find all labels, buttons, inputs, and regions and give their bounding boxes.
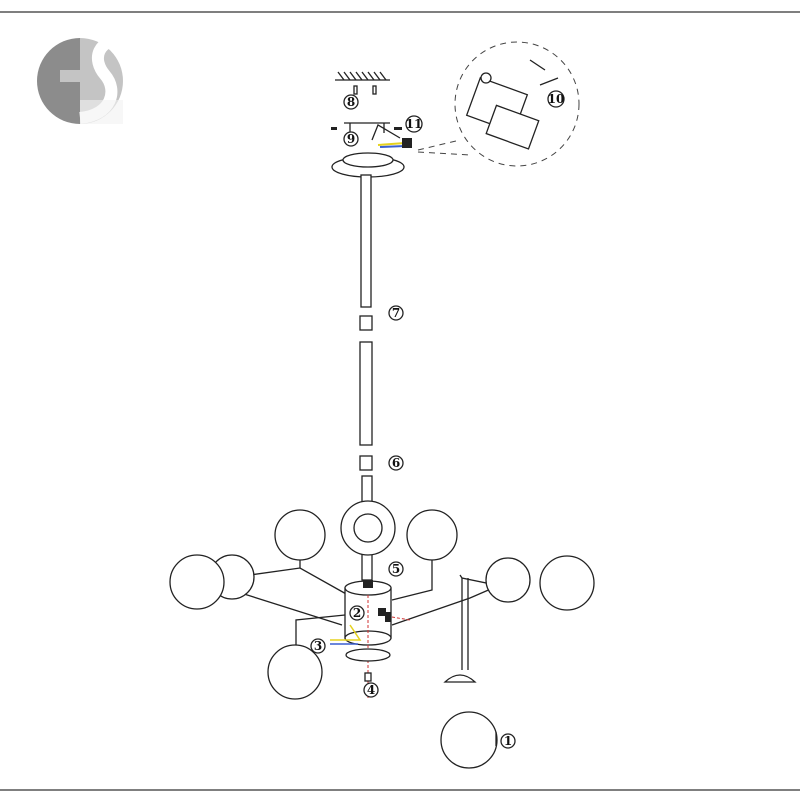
part-label-1: 1 [500,733,516,749]
svg-text:4: 4 [367,683,375,697]
part-label-3: 3 [310,638,326,654]
glass-globes [169,500,595,769]
svg-text:10: 10 [548,92,565,106]
part-label-4: 4 [363,682,379,698]
part-label-11: 11 [405,115,423,133]
part-label-6: 6 [388,455,404,471]
svg-text:5: 5 [392,562,400,576]
part-label-9: 9 [343,131,359,147]
canopy [331,152,405,178]
svg-text:3: 3 [314,639,322,653]
central-hub [330,580,411,700]
svg-text:6: 6 [392,456,400,470]
terminal-block-icon [402,138,412,148]
svg-text:8: 8 [347,95,355,109]
mounting-bracket [331,122,412,148]
svg-text:2: 2 [353,606,361,620]
ceiling-mount [335,71,390,95]
part-label-7: 7 [388,305,404,321]
svg-text:7: 7 [392,306,400,320]
rod-middle [359,341,373,446]
logo-es [37,32,131,124]
svg-text:9: 9 [347,132,355,146]
part-label-8: 8 [343,94,359,110]
detail-bubble-terminal [417,41,580,167]
part-label-5: 5 [388,561,404,577]
coupler-upper [359,315,373,331]
part-label-2: 2 [349,605,365,621]
coupler-lower [359,455,373,471]
svg-text:1: 1 [504,734,512,748]
rod-upper [360,174,372,308]
svg-text:11: 11 [406,117,423,131]
part-label-10: 10 [547,90,565,108]
